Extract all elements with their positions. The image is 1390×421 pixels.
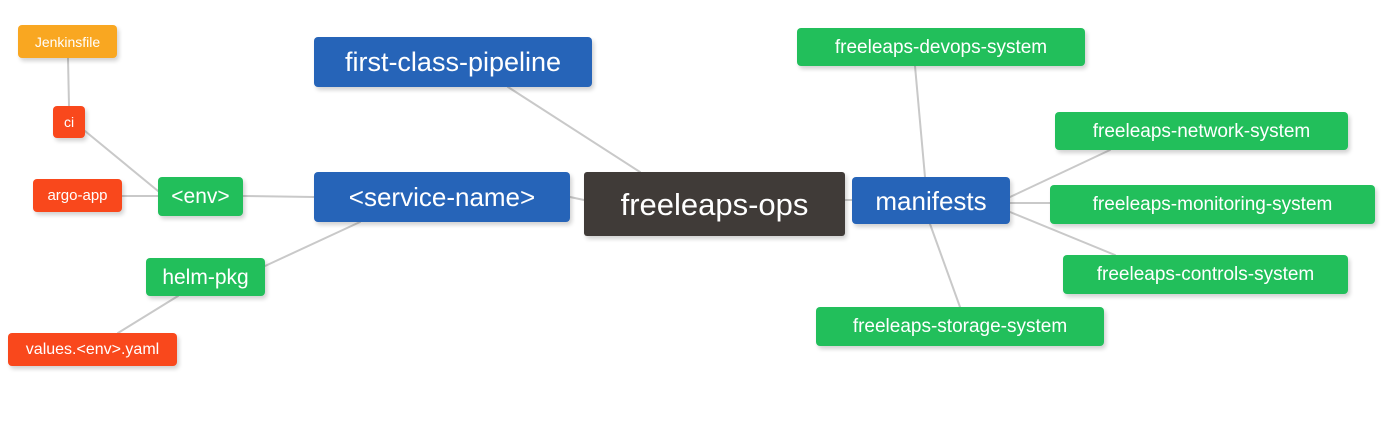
edge-env-to-service-name [242, 195, 315, 198]
node-values-yaml[interactable]: values.<env>.yaml [8, 333, 177, 366]
edge-manifests-to-freeleaps-storage-system [929, 223, 961, 308]
edge-helm-pkg-to-values-yaml [117, 295, 179, 334]
node-service-name[interactable]: <service-name> [314, 172, 570, 222]
edge-jenkinsfile-to-ci [67, 57, 70, 107]
node-freeleaps-devops-system[interactable]: freeleaps-devops-system [797, 28, 1085, 66]
node-freeleaps-ops[interactable]: freeleaps-ops [584, 172, 845, 236]
edge-first-class-pipeline-to-freeleaps-ops [507, 86, 641, 173]
node-ci[interactable]: ci [53, 106, 85, 138]
node-freeleaps-monitoring-system[interactable]: freeleaps-monitoring-system [1050, 185, 1375, 224]
node-first-class-pipeline[interactable]: first-class-pipeline [314, 37, 592, 87]
node-manifests[interactable]: manifests [852, 177, 1010, 224]
edge-service-name-to-freeleaps-ops [569, 196, 585, 201]
node-freeleaps-controls-system[interactable]: freeleaps-controls-system [1063, 255, 1348, 294]
node-env[interactable]: <env> [158, 177, 243, 216]
edge-service-name-to-helm-pkg [264, 221, 361, 267]
node-helm-pkg[interactable]: helm-pkg [146, 258, 265, 296]
node-argo-app[interactable]: argo-app [33, 179, 122, 212]
node-jenkinsfile[interactable]: Jenkinsfile [18, 25, 117, 58]
edge-manifests-to-freeleaps-devops-system [914, 65, 926, 178]
node-freeleaps-storage-system[interactable]: freeleaps-storage-system [816, 307, 1104, 346]
node-freeleaps-network-system[interactable]: freeleaps-network-system [1055, 112, 1348, 150]
